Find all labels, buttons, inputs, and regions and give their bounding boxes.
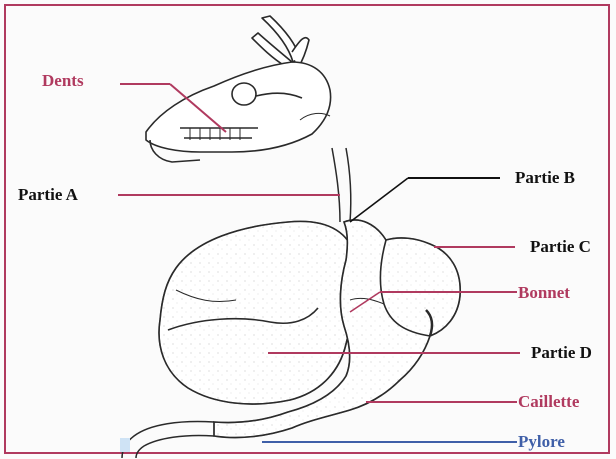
rumen-drawing [159, 221, 357, 404]
label-partie-a: Partie A [18, 185, 78, 205]
label-partie-c: Partie C [530, 237, 591, 257]
sheep-skull-drawing [146, 16, 331, 162]
label-bonnet: Bonnet [518, 283, 570, 303]
label-dents: Dents [42, 71, 84, 91]
label-caillette: Caillette [518, 392, 579, 412]
leader-line-partie-b-diagonal [350, 178, 408, 222]
intestine-drawing [122, 422, 214, 458]
label-partie-b: Partie B [515, 168, 575, 188]
label-partie-d: Partie D [531, 343, 592, 363]
esophagus-drawing [332, 148, 351, 222]
label-pylore: Pylore [518, 432, 565, 452]
scan-artifact [120, 438, 130, 452]
